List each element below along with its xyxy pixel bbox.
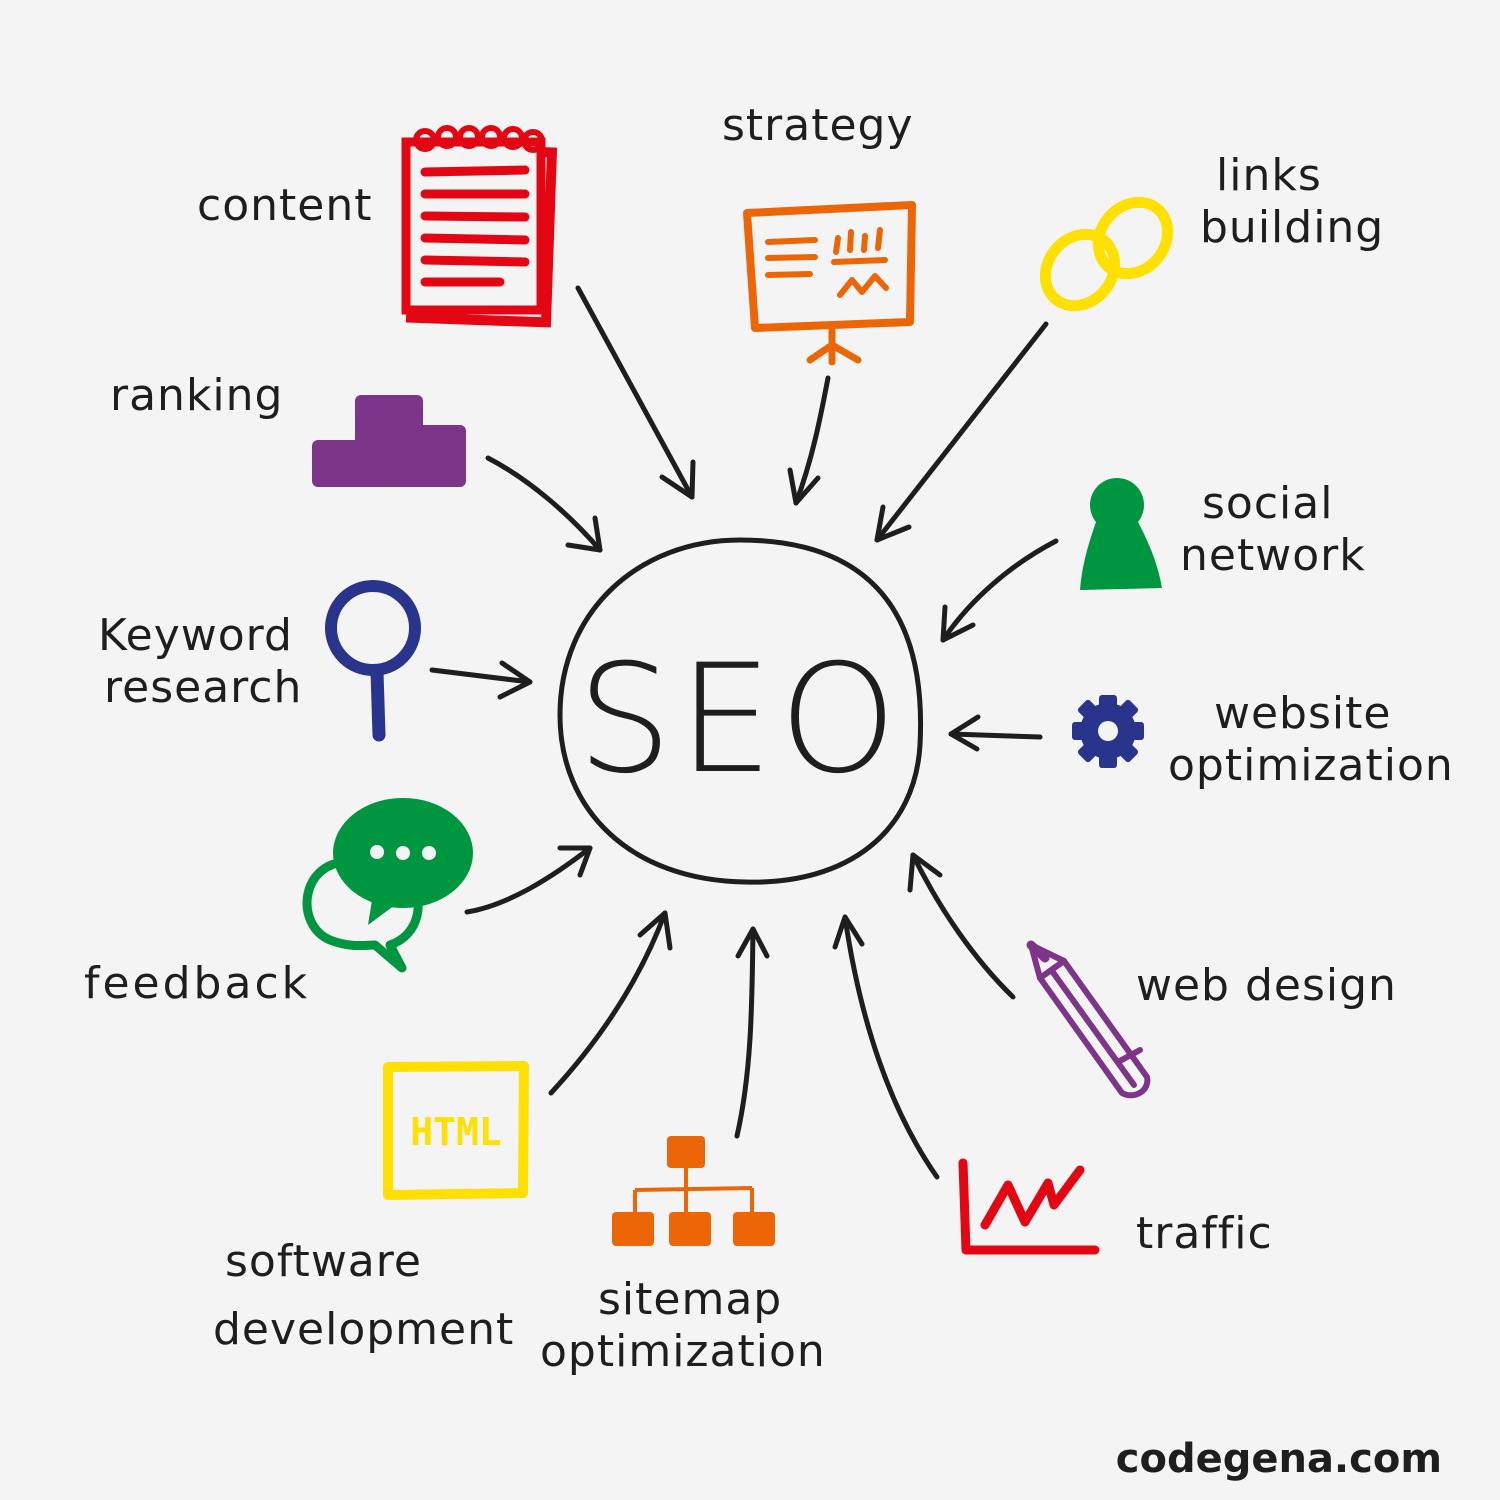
arrow-content <box>575 285 696 500</box>
label-website-optimization-line2: optimization <box>1168 740 1454 791</box>
label-keyword-research: Keyword research <box>98 610 302 714</box>
label-software-development-line2: development <box>213 1304 515 1355</box>
arrows <box>429 285 1059 1180</box>
seo-circle <box>557 537 924 885</box>
label-social-network: social network <box>1180 478 1366 582</box>
label-strategy: strategy <box>722 100 914 151</box>
label-sitemap-optimization-line1: sitemap <box>598 1274 783 1325</box>
brand-watermark: codegena.com <box>1115 1436 1442 1482</box>
seo-center-label: SEO <box>576 633 904 807</box>
chain-link-icon <box>1039 196 1174 312</box>
label-links-building-line1: links <box>1216 150 1322 201</box>
html-icon-text: HTML <box>410 1110 502 1154</box>
arrow-ranking <box>485 455 603 553</box>
arrow-website-optimization <box>948 714 1043 752</box>
label-software-development-line1: software <box>225 1236 422 1287</box>
label-content: content <box>197 180 373 231</box>
person-icon <box>1080 478 1162 590</box>
label-keyword-research-line1: Keyword <box>98 610 293 661</box>
arrow-strategy <box>787 375 831 506</box>
arrow-links-building <box>874 321 1049 543</box>
notepad-icon <box>401 125 558 328</box>
label-links-building: links building <box>1200 150 1384 254</box>
label-links-building-line2: building <box>1200 202 1385 253</box>
label-sitemap-optimization-line2: optimization <box>540 1326 826 1377</box>
label-keyword-research-line2: research <box>104 662 303 713</box>
label-web-design: web design <box>1136 960 1397 1011</box>
html-box-icon <box>383 1061 529 1200</box>
label-social-network-line2: network <box>1180 530 1366 581</box>
sitemap-icon <box>612 1136 775 1246</box>
arrow-sitemap-optimization <box>734 926 770 1139</box>
arrow-keyword-research <box>429 660 533 700</box>
label-website-optimization-line1: website <box>1214 688 1392 739</box>
gear-icon <box>1072 695 1144 768</box>
magnifier-icon <box>325 580 421 742</box>
podium-icon <box>312 395 466 487</box>
label-social-network-line1: social <box>1202 478 1334 529</box>
pencil-icon <box>1026 940 1151 1099</box>
arrow-social-network <box>940 538 1059 643</box>
label-ranking: ranking <box>110 370 284 421</box>
label-sitemap-optimization: sitemap optimization <box>540 1274 826 1378</box>
arrow-web-design <box>907 852 1016 1000</box>
presentation-board-icon <box>743 201 916 366</box>
label-website-optimization: website optimization <box>1168 688 1454 792</box>
arrow-feedback <box>464 845 593 915</box>
label-feedback: feedback <box>84 958 311 1009</box>
line-chart-icon <box>958 1158 1100 1255</box>
arrow-traffic <box>832 914 940 1180</box>
arrow-software-development <box>548 910 673 1096</box>
speech-bubbles-icon <box>302 798 473 973</box>
label-traffic: traffic <box>1136 1208 1273 1259</box>
label-software-development: software development <box>213 1236 514 1356</box>
